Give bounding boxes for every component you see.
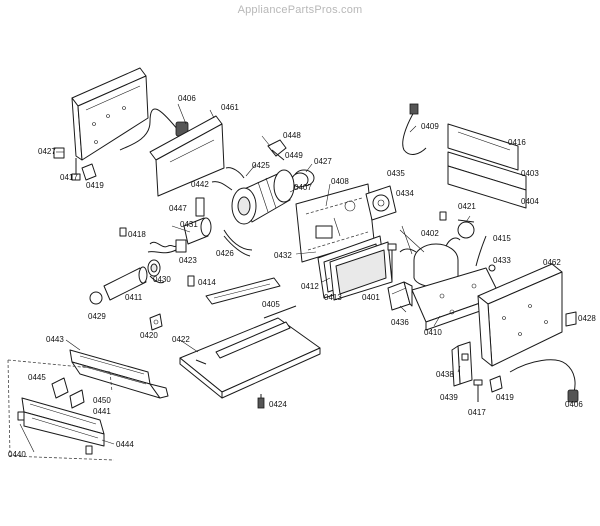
bracket-0438 <box>451 341 473 387</box>
part-label: 0441 <box>93 407 111 416</box>
part-label: 0427 <box>38 147 56 156</box>
capacitor-0431 <box>183 217 212 245</box>
part-label: 0448 <box>283 131 301 140</box>
part-label: 0421 <box>458 202 476 211</box>
part-label: 0418 <box>128 230 146 239</box>
part-label: 0422 <box>172 335 190 344</box>
watermark: AppliancePartsPros.com <box>237 4 363 16</box>
tray-0422 <box>179 305 321 399</box>
part-label: 0440 <box>8 450 26 459</box>
part-label: 0445 <box>28 373 46 382</box>
part-label: 0426 <box>216 249 234 258</box>
part-label: 0417 <box>468 408 486 417</box>
leader-lines <box>19 103 471 453</box>
valve-0421 <box>439 211 475 239</box>
part-label: 0424 <box>269 400 287 409</box>
part-label: 0430 <box>153 275 171 284</box>
part-label: 0408 <box>331 177 349 186</box>
part-label: 0406 <box>178 94 196 103</box>
part-label: 0443 <box>46 335 64 344</box>
part-0414 <box>187 275 195 287</box>
part-label: 0411 <box>125 293 143 302</box>
part-label: 0405 <box>262 300 280 309</box>
part-label: 0427 <box>314 157 332 166</box>
part-label: 0435 <box>387 169 405 178</box>
part-label: 0425 <box>252 161 270 170</box>
bracket-panel-0461 <box>71 67 149 161</box>
part-label: 0431 <box>180 220 198 229</box>
knob-0419 <box>81 163 97 181</box>
part-label: 0449 <box>285 151 303 160</box>
part-label: 0409 <box>421 122 439 131</box>
part-label: 0406 <box>565 400 583 409</box>
part-0424 <box>257 394 265 409</box>
box-0436 <box>387 281 413 311</box>
knob-0419b <box>489 375 503 393</box>
part-label: 0404 <box>521 197 539 206</box>
fan-0435 <box>365 185 397 221</box>
part-label: 0442 <box>191 180 209 189</box>
fan-motor-0407 <box>225 167 295 225</box>
wire-0442 <box>211 181 233 191</box>
part-label: 0413 <box>324 293 342 302</box>
part-0428 <box>565 311 577 327</box>
part-label: 0462 <box>543 258 561 267</box>
part-label: 0438 <box>436 370 454 379</box>
part-0417 <box>53 147 81 181</box>
bracket-0426 <box>223 229 253 257</box>
clip-0448 <box>267 139 287 161</box>
grille-0443 <box>69 349 169 399</box>
part-label: 0423 <box>179 256 197 265</box>
connector-0423 <box>147 239 187 254</box>
cord-0406 <box>509 359 579 403</box>
tube-assembly-0411 <box>89 259 165 305</box>
part-label: 0403 <box>521 169 539 178</box>
part-label: 0420 <box>140 331 158 340</box>
part-label: 0461 <box>221 103 239 112</box>
part-label: 0416 <box>508 138 526 147</box>
part-label: 0447 <box>169 204 187 213</box>
part-label: 0407 <box>294 183 312 192</box>
cover-panels-0403 <box>447 123 527 209</box>
part-label: 0410 <box>424 328 442 337</box>
part-label: 0429 <box>88 312 106 321</box>
part-label: 0401 <box>362 293 380 302</box>
part-label: 0450 <box>93 396 111 405</box>
part-label: 0428 <box>578 314 596 323</box>
frame-0440 <box>7 359 115 461</box>
frame-0413 <box>329 241 393 301</box>
part-label: 0417 <box>60 173 78 182</box>
tube-0447 <box>195 197 205 217</box>
part-label: 0432 <box>274 251 292 260</box>
part-0445 <box>51 377 85 409</box>
part-0401 <box>387 243 397 282</box>
cord-0409 <box>402 103 427 155</box>
side-panel-0462 <box>477 263 563 367</box>
part-label: 0436 <box>391 318 409 327</box>
part-label: 0402 <box>421 229 439 238</box>
tube-0415 <box>475 235 487 267</box>
part-label: 0419 <box>496 393 514 402</box>
part-0433 <box>488 264 496 272</box>
part-label: 0419 <box>86 181 104 190</box>
part-label: 0414 <box>198 278 216 287</box>
part-0420 <box>149 313 163 331</box>
screw-0417 <box>473 379 483 402</box>
part-label: 0412 <box>301 282 319 291</box>
part-label: 0434 <box>396 189 414 198</box>
part-label: 0439 <box>440 393 458 402</box>
part-label: 0415 <box>493 234 511 243</box>
part-label: 0433 <box>493 256 511 265</box>
strip-0405 <box>205 277 281 305</box>
part-label: 0444 <box>116 440 134 449</box>
panel-0461 <box>149 115 225 197</box>
kick-plate-0444 <box>17 397 105 455</box>
part-0418 <box>119 227 127 237</box>
